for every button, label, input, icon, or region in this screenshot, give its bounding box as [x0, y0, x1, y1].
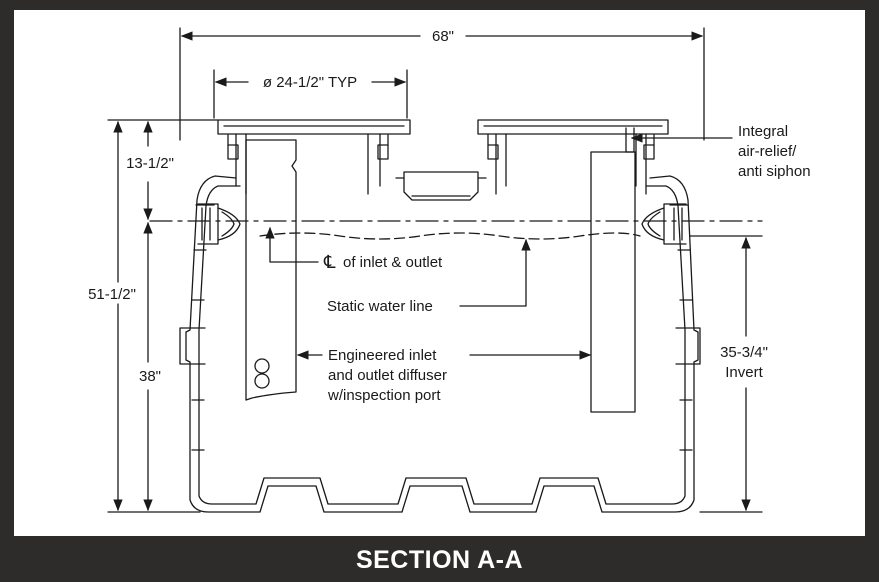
- right-riser: [477, 119, 669, 195]
- diagram-panel: [14, 10, 865, 536]
- section-footer: SECTION A-A: [14, 539, 865, 582]
- leader-water-line: [459, 238, 531, 307]
- inlet-connection: [197, 203, 241, 245]
- label-diffuser-1: Engineered inlet: [328, 347, 437, 364]
- outlet-connection: [641, 203, 687, 245]
- label-cover-diameter: ø 24-1/2" TYP: [263, 74, 357, 91]
- tank-top-recess: [395, 171, 487, 201]
- label-top-to-centerline: 13-1/2": [126, 155, 174, 172]
- centerline-symbol: ℄: [323, 252, 336, 272]
- label-air-relief-3: anti siphon: [738, 163, 811, 180]
- dim-overall-height: [107, 119, 219, 513]
- static-water-line: [259, 232, 641, 240]
- dim-invert: [699, 236, 763, 513]
- label-invert-word: Invert: [725, 364, 763, 381]
- outlet-diffuser: [590, 151, 636, 413]
- label-centerline: of inlet & outlet: [343, 254, 443, 271]
- leader-centerline: [265, 226, 319, 263]
- section-title: SECTION A-A: [355, 546, 524, 574]
- label-invert-value: 35-3/4": [720, 344, 768, 361]
- inlet-diffuser: [245, 139, 297, 401]
- label-air-relief-2: air-relief/: [738, 143, 797, 160]
- label-air-relief-1: Integral: [738, 123, 788, 140]
- tank-body: [179, 175, 701, 513]
- label-diffuser-2: and outlet diffuser: [328, 367, 447, 384]
- label-static-water-line: Static water line: [327, 298, 433, 315]
- label-diffuser-3: w/inspection port: [327, 387, 441, 404]
- dim-cover-diameter: [213, 69, 408, 119]
- label-overall-width: 68": [432, 28, 454, 45]
- left-riser: [217, 119, 411, 195]
- label-overall-height: 51-1/2": [88, 286, 136, 303]
- label-bottom-to-centerline: 38": [139, 368, 161, 385]
- dim-overall-width: [179, 27, 705, 141]
